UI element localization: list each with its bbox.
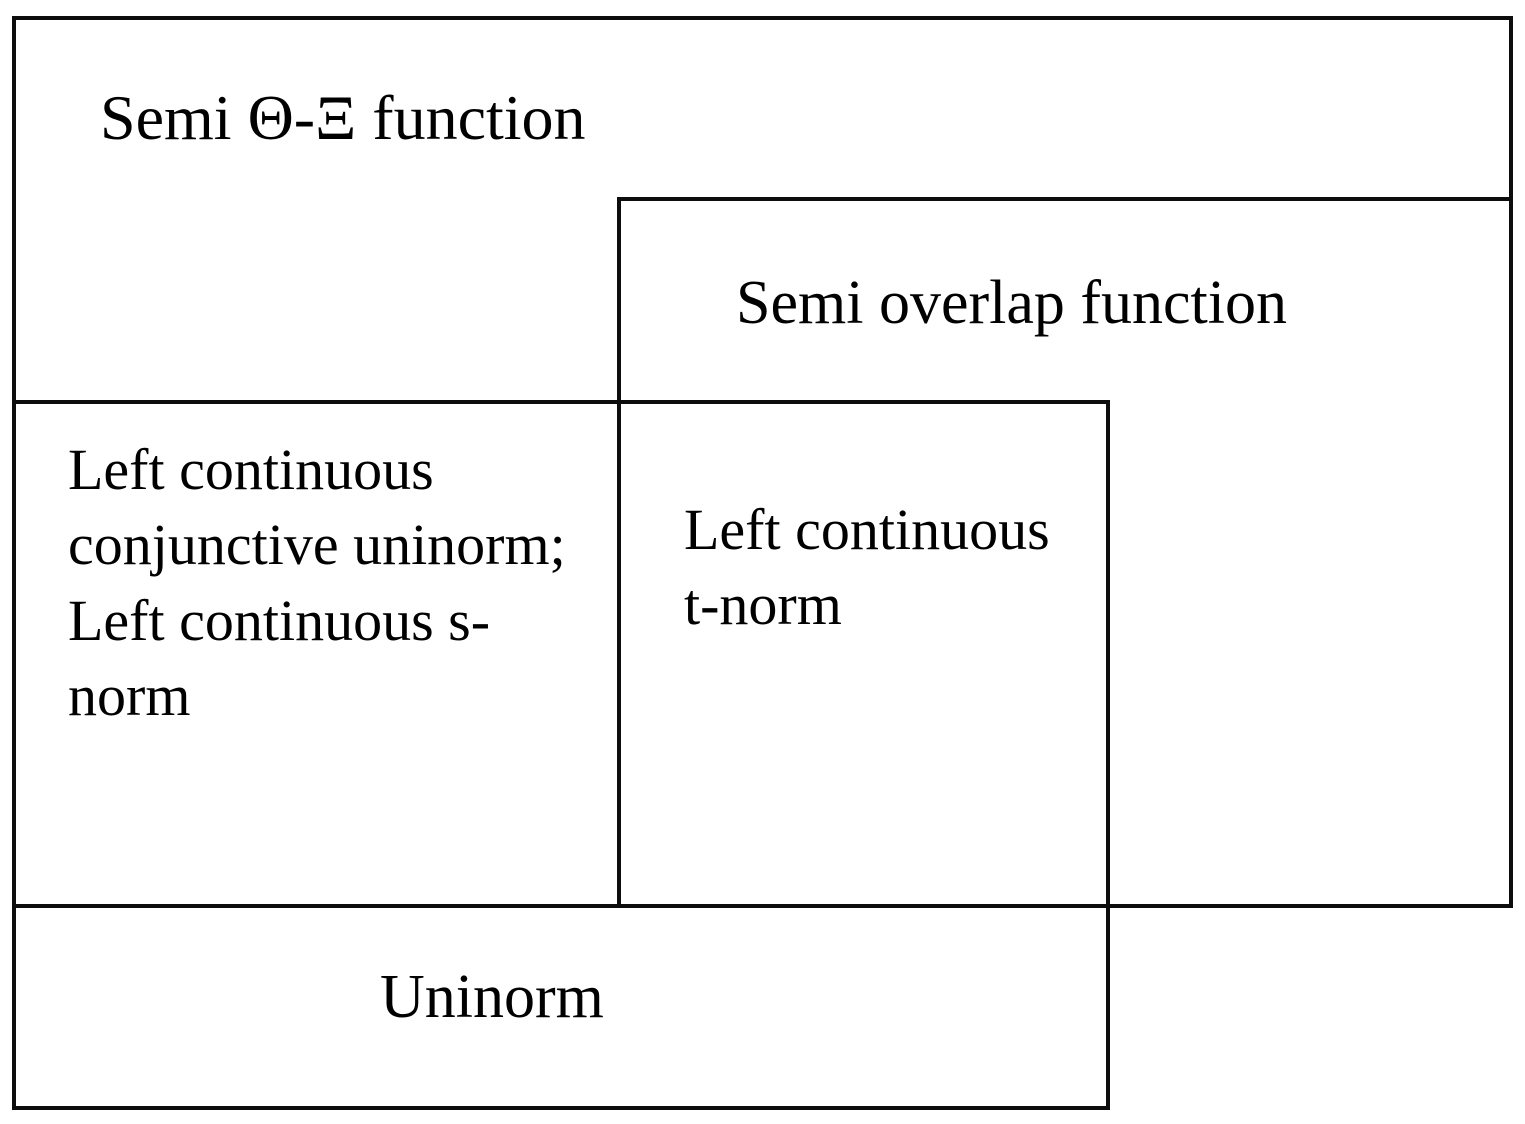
box-left-continuous-t-norm [617, 400, 1110, 908]
label-left-continuous-t-norm: Left continuous t-norm [684, 497, 1050, 638]
label-semi-overlap-function: Semi overlap function [736, 269, 1287, 337]
label-left-continuous-conjunctive-uninorm-s-norm: Left continuous conjunctive uninorm; Lef… [68, 437, 566, 729]
label-semi-theta-xi-function: Semi Θ-Ξ function [100, 82, 586, 153]
label-uninorm: Uninorm [380, 963, 604, 1031]
box-uninorm [12, 904, 1110, 1110]
